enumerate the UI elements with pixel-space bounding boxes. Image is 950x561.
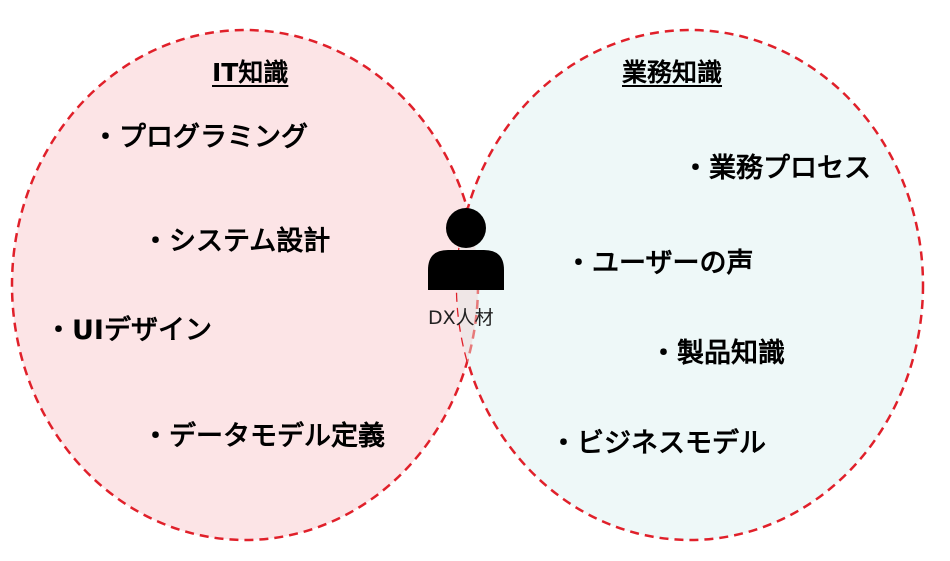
it-item-data-model: ・データモデル定義 (142, 421, 385, 452)
it-knowledge-heading: IT知識 (212, 58, 289, 87)
dx-talent-label: DX人材 (428, 307, 494, 329)
business-knowledge-heading: 業務知識 (622, 58, 723, 87)
biz-item-business-model: ・ビジネスモデル (550, 428, 766, 459)
left-circle-it-knowledge (10, 28, 480, 542)
biz-item-user-voice: ・ユーザーの声 (565, 248, 754, 279)
person-icon (428, 208, 504, 290)
it-item-programming: ・プログラミング (92, 122, 308, 153)
right-circle-business-knowledge (455, 28, 925, 542)
biz-item-business-process: ・業務プロセス (682, 153, 871, 184)
it-item-ui-design: ・UIデザイン (45, 315, 212, 346)
it-item-system-design: ・システム設計 (142, 226, 331, 257)
biz-item-product-knowledge: ・製品知識 (650, 338, 785, 369)
